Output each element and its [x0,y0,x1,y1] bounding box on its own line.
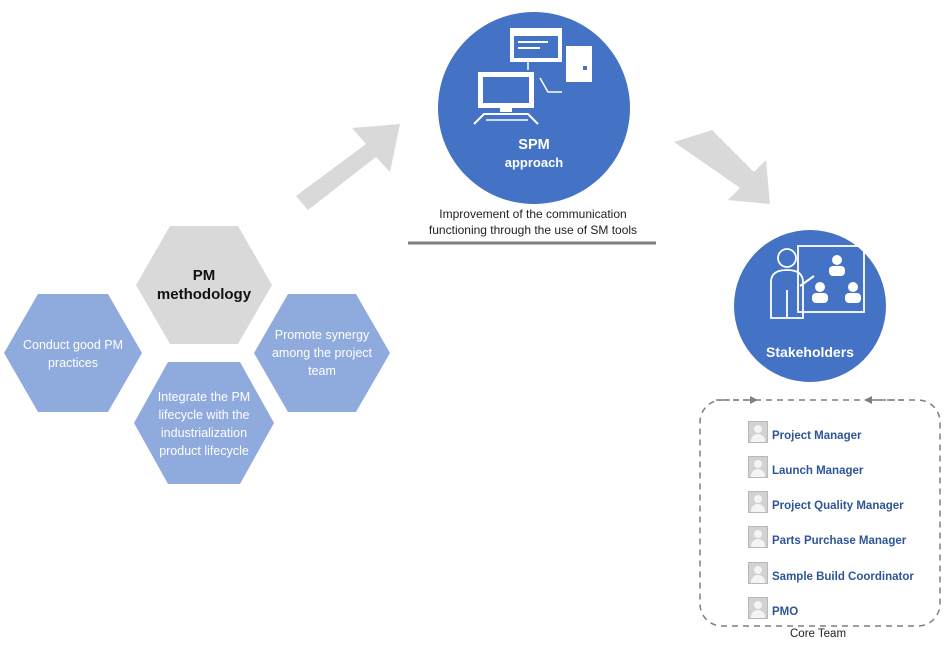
spm-label-line2: approach [504,155,564,170]
user-avatar-icon [748,562,768,584]
team-member: Project Manager [748,419,861,443]
arrow-to-spm [296,124,400,210]
member-name: Project Quality Manager [772,500,904,512]
spm-caption-line2: functioning through the use of SM tools [428,223,638,237]
hex-integrate [134,362,274,484]
pm-methodology-title: PM methodology [156,267,252,303]
spm-caption: Improvement of the communication functio… [398,206,668,238]
team-member: Project Quality Manager [748,489,904,513]
presentation-board-icon [770,245,865,319]
user-avatar-icon [748,491,768,513]
core-team-box [699,399,941,627]
user-avatar-icon [748,597,768,619]
member-name: Sample Build Coordinator [772,571,914,583]
member-name: Launch Manager [772,465,864,477]
team-member: Launch Manager [748,454,863,478]
computer-monitor-icon [473,28,592,125]
member-name: Project Manager [772,430,862,442]
hex-synergy-text: Promote synergy among the project team [271,328,373,378]
spm-label: SPM approach [474,136,594,172]
hex-integrate-text: Integrate the PM lifecycle with the indu… [157,390,251,458]
spm-caption-line1: Improvement of the communication [439,207,627,221]
team-member: Sample Build Coordinator [748,560,914,584]
spm-label-line1: SPM [518,137,550,153]
hex-conduct [4,294,142,412]
member-name: Parts Purchase Manager [772,535,907,547]
team-member: Parts Purchase Manager [748,524,906,548]
core-team-label: Core Team [790,628,847,640]
user-avatar-icon [748,421,768,443]
stakeholders-circle [734,230,886,382]
core-team-connectors [716,396,904,404]
user-avatar-icon [748,526,768,548]
stakeholders-label: Stakeholders [766,344,854,360]
member-name: PMO [772,606,799,618]
hex-pm-methodology [136,226,272,344]
user-avatar-icon [748,456,768,478]
hex-conduct-text: Conduct good PM practices [22,338,124,370]
arrow-to-stakeholders [674,130,770,204]
hex-synergy [254,294,390,412]
team-member: PMO [748,595,798,619]
